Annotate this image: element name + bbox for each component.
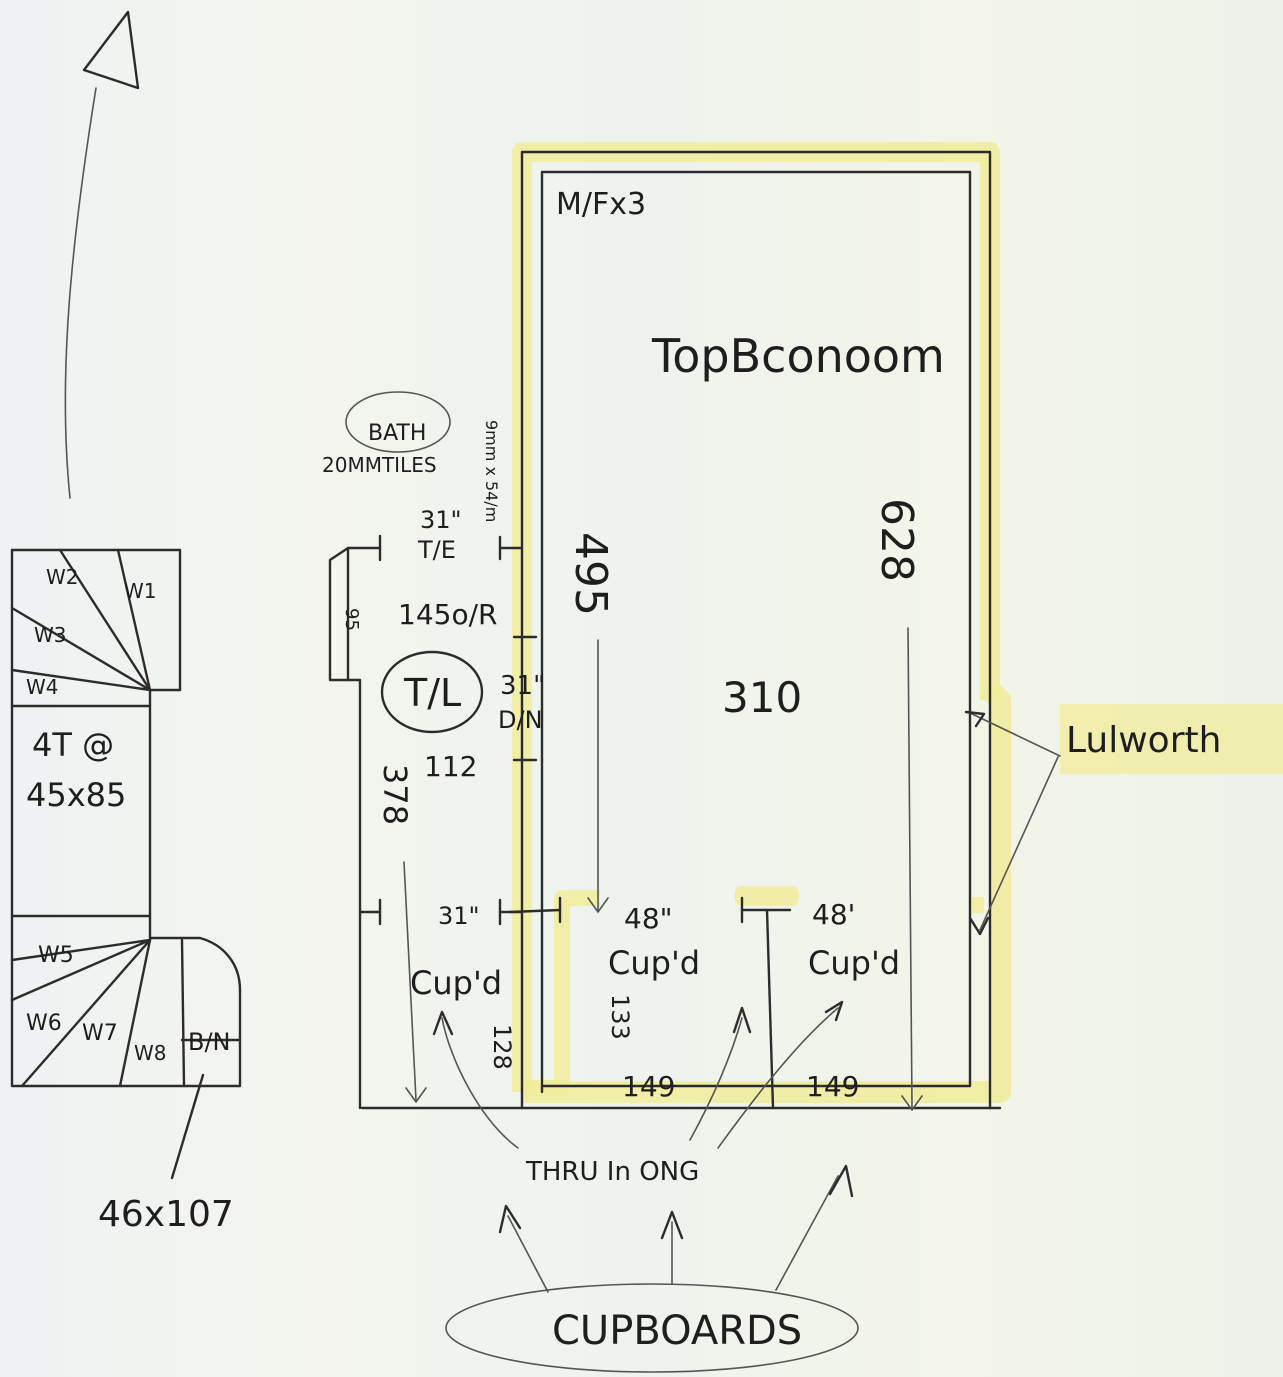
- winder-w5: W5: [38, 943, 74, 968]
- landing-mid-dim: 112: [424, 750, 477, 783]
- stairs-bn-size: 46x107: [98, 1194, 234, 1235]
- winder-w8: W8: [134, 1041, 167, 1065]
- room-title: TopBconoom: [651, 329, 945, 383]
- fixings-note: M/Fx3: [556, 187, 646, 222]
- tl-circle: [380, 650, 484, 734]
- bath-tiles: 20MMTILES: [322, 453, 437, 477]
- landing-door-top-width: 31": [420, 506, 462, 534]
- annotations: TopBconoom M/Fx3 310 495 628 BATH 20MMTI…: [26, 187, 1221, 1354]
- room-length-inner: 495: [565, 532, 616, 616]
- stairs-treads: 4T @: [32, 726, 114, 764]
- landing-outline: [328, 534, 538, 1110]
- landing-door-mid-width: 31": [500, 671, 545, 701]
- staircase: [10, 548, 242, 1088]
- room-length-outer: 628: [871, 498, 922, 582]
- landing-low-dim: 128: [488, 1024, 516, 1070]
- landing-small-dim: 95: [341, 608, 362, 631]
- bath-label: BATH: [368, 421, 426, 446]
- cupboards-note: CUPBOARDS: [552, 1308, 802, 1354]
- stairs-tread-size: 45x85: [26, 776, 126, 814]
- winder-w4: W4: [26, 675, 59, 699]
- cupboard-left-width: 48": [624, 902, 673, 935]
- winder-w1: W1: [124, 579, 157, 603]
- winder-w7: W7: [82, 1021, 118, 1046]
- landing-door-top-note: T/E: [417, 536, 456, 564]
- cupboard-left-label: Cup'd: [608, 944, 700, 982]
- north-arrow: [64, 10, 140, 499]
- landing-depth: 145o/R: [398, 598, 497, 631]
- winder-w2: W2: [46, 565, 79, 589]
- cupboard-right-base: 149: [806, 1070, 859, 1103]
- landing-door-mid-note: D/N: [498, 706, 543, 734]
- landing-length: 378: [376, 764, 414, 825]
- dimension-lines: [403, 627, 923, 1111]
- bath-circle: [345, 391, 451, 453]
- landing-cupd: Cup'd: [410, 964, 502, 1002]
- cupboards-ellipse: [445, 1283, 859, 1373]
- bath-tile-note: 9mm x 54/m: [482, 420, 501, 522]
- room-width: 310: [722, 673, 802, 722]
- winder-w6: W6: [26, 1011, 62, 1036]
- cupboard-right-width: 48': [812, 898, 855, 931]
- bedroom-outline: [360, 150, 1002, 1110]
- thru-note: THRU In ONG: [525, 1157, 699, 1187]
- cupboard-right-label: Cup'd: [808, 944, 900, 982]
- lulworth-note: Lulworth: [1066, 720, 1221, 761]
- winder-w3: W3: [34, 623, 67, 647]
- landing-door-low-width: 31": [438, 902, 480, 930]
- cupboard-left-depth: 133: [606, 994, 634, 1040]
- tl-label: T/L: [403, 671, 461, 715]
- stairs-bn: B/N: [188, 1028, 231, 1056]
- lulworth-highlight: [1060, 704, 1283, 774]
- pointer-arrows: [170, 710, 1061, 1293]
- cupboard-left-base: 149: [622, 1070, 675, 1103]
